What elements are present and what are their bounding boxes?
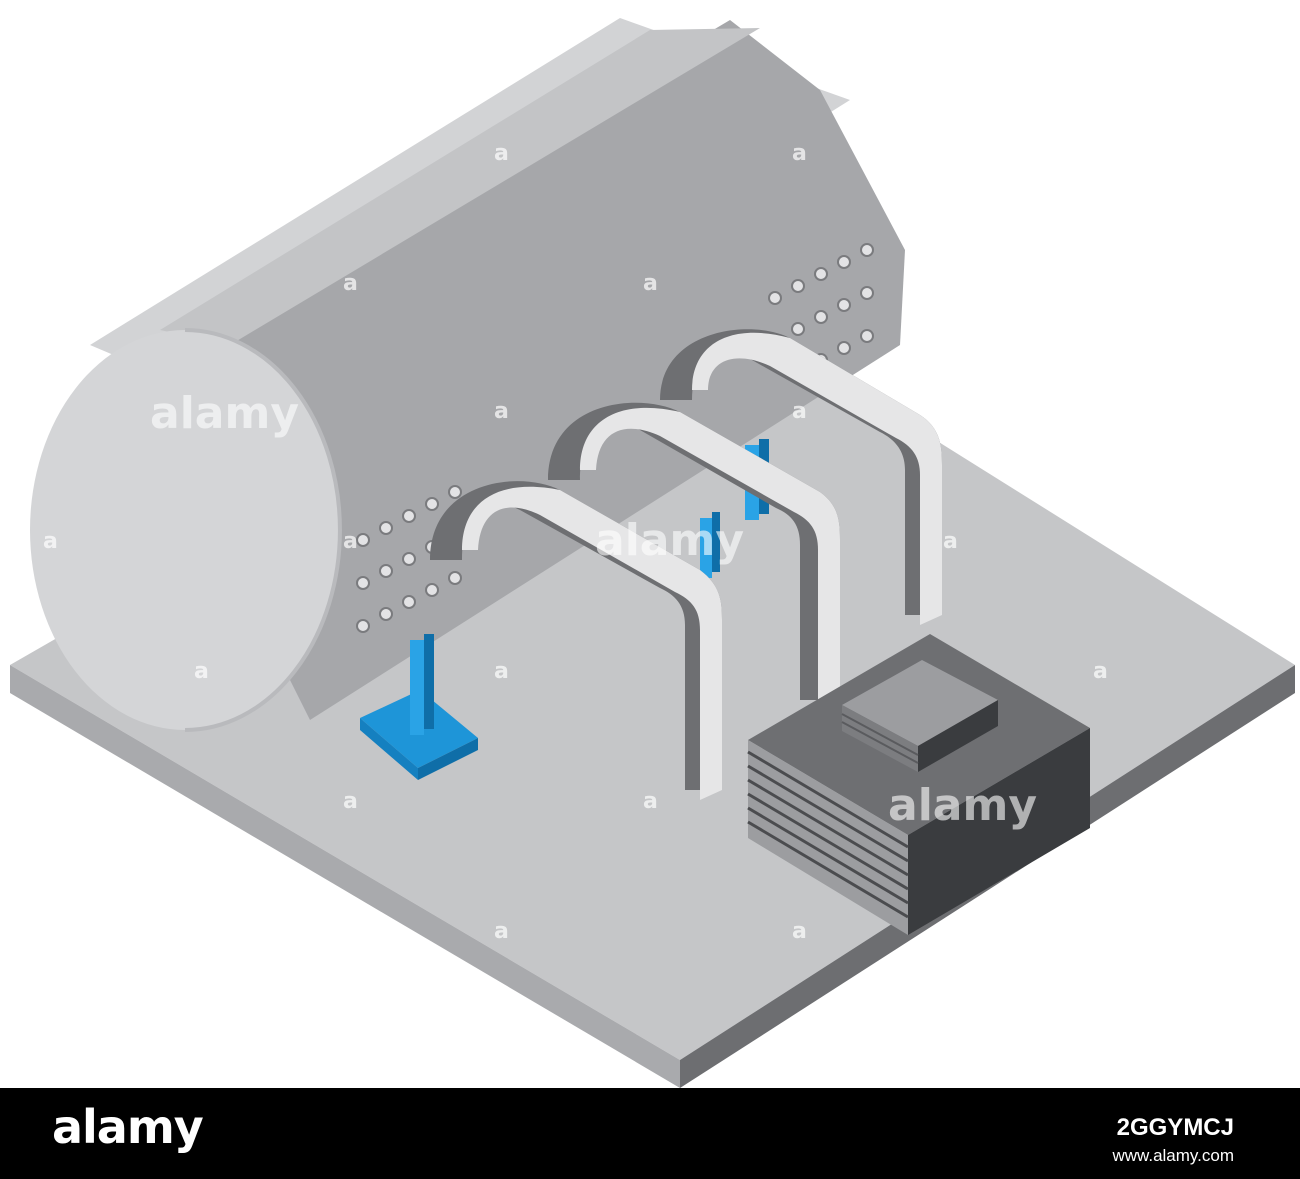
tank-highlight-band (160, 28, 760, 345)
watermark-mark: a (343, 529, 358, 554)
tank-end-cap (30, 330, 340, 730)
utility-box (747, 634, 1090, 935)
watermark-mark: a (194, 659, 209, 684)
isometric-industrial-tank-illustration: alamy alamy alamy a a a a a a a a a a a … (10, 18, 1295, 1088)
tank-body-side (190, 20, 905, 720)
watermark-mark: a (494, 141, 509, 166)
box-vent-lines (747, 750, 909, 919)
small-box-left (842, 705, 918, 772)
pipe-arch-back (660, 329, 942, 625)
watermark-mark: a (792, 399, 807, 424)
image-id: 2GGYMCJ (1116, 1114, 1234, 1141)
watermark-mark: a (43, 529, 58, 554)
small-box-right (918, 700, 998, 772)
watermark-mark: a (494, 919, 509, 944)
blue-support-front (360, 634, 478, 780)
watermark-mark: a (494, 399, 509, 424)
watermark-text-1: alamy (150, 388, 299, 439)
watermark-mark: a (792, 141, 807, 166)
cylindrical-tank (30, 18, 905, 732)
watermark-text-2: alamy (595, 515, 744, 566)
site-url[interactable]: www.alamy.com (1112, 1146, 1234, 1165)
watermark-layer: alamy alamy alamy a a a a a a a a a a a … (43, 141, 1108, 944)
watermark-mark: a (494, 659, 509, 684)
watermark-text-3: alamy (888, 780, 1037, 831)
watermark-mark: a (343, 271, 358, 296)
box-right-face (908, 728, 1090, 935)
blue-support-middle (700, 512, 720, 578)
watermark-mark: a (643, 271, 658, 296)
watermark-mark: a (1093, 659, 1108, 684)
small-box-top (842, 660, 998, 746)
pipe-arch-middle (548, 402, 840, 710)
stock-footer-bar: alamy 2GGYMCJ www.alamy.com (0, 1088, 1300, 1179)
watermark-mark: a (643, 789, 658, 814)
alamy-logo[interactable]: alamy (52, 1100, 204, 1154)
watermark-mark: a (343, 789, 358, 814)
tank-end-rim (184, 328, 342, 732)
pipe-arch-front (430, 481, 722, 800)
platform-front-left-face (10, 665, 680, 1088)
watermark-mark: a (792, 919, 807, 944)
watermark-mark: a (943, 529, 958, 554)
